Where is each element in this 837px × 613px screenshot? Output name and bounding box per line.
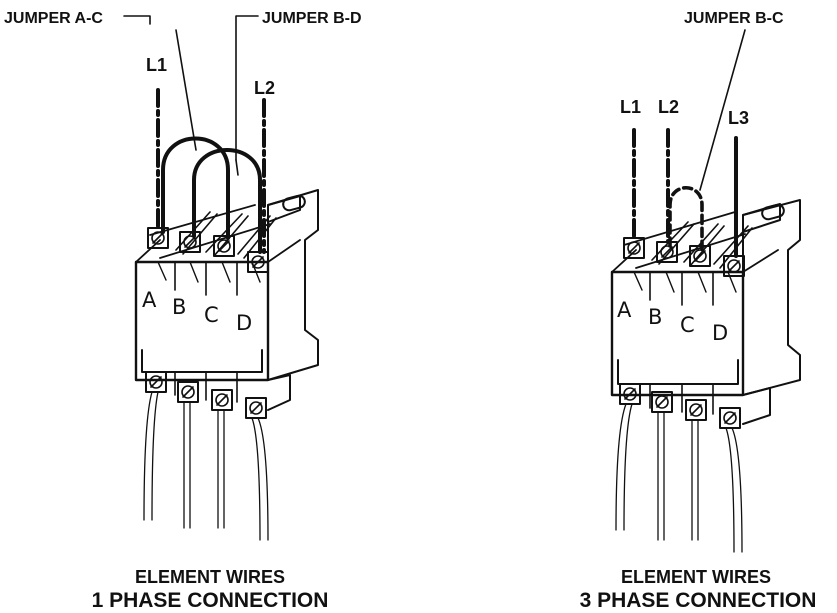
terminal-screw	[211, 389, 233, 411]
terminal-screw	[685, 399, 707, 421]
terminal-screw	[689, 245, 711, 267]
line-l2-label: L2	[658, 97, 679, 117]
terminal-label-a: A	[142, 288, 157, 312]
line-l1-label: L1	[620, 97, 641, 117]
callout-leader	[235, 159, 239, 176]
terminal-screw	[651, 391, 673, 413]
jumper-b-d-label: JUMPER B-D	[262, 10, 362, 27]
terminal-label-d: D	[236, 311, 252, 335]
bottom-terminal-screws	[619, 383, 741, 429]
line-l2-label: L2	[254, 78, 275, 98]
terminal-label-c: C	[680, 313, 695, 337]
contactor-body	[610, 199, 801, 425]
contactor-3-phase: A B C D JUMPER B-C L1 L2 L3 ELEMENT WIRE…	[580, 10, 817, 612]
line-l1-label: L1	[146, 55, 167, 75]
callout-leader	[123, 15, 151, 25]
terminal-screw	[145, 371, 167, 393]
contactor-1-phase: A B C D JUMPER A-C JUMPE	[4, 10, 362, 612]
element-wires-caption: ELEMENT WIRES	[135, 567, 285, 587]
terminal-screw	[177, 381, 199, 403]
terminal-label-c: C	[204, 303, 219, 327]
terminal-screw	[619, 383, 641, 405]
terminal-screw	[179, 231, 201, 253]
terminal-label-a: A	[617, 298, 632, 322]
terminal-label-b: B	[172, 295, 186, 319]
phase-caption: 1 PHASE CONNECTION	[92, 589, 329, 612]
element-wires-caption: ELEMENT WIRES	[621, 567, 771, 587]
terminal-label-d: D	[712, 321, 728, 345]
element-wires	[615, 403, 743, 553]
callout-leader	[699, 29, 746, 191]
line-l3-label: L3	[728, 108, 749, 128]
jumper-b-d	[192, 148, 262, 254]
callout-leader	[175, 29, 197, 151]
element-wires	[143, 391, 269, 541]
callout-leader	[235, 15, 259, 161]
terminal-screw	[213, 235, 235, 257]
jumper-b-c-label: JUMPER B-C	[684, 10, 784, 27]
jumper-b-c	[668, 186, 704, 252]
bottom-terminal-screws	[145, 371, 267, 419]
terminal-screw	[719, 407, 741, 429]
jumper-a-c	[161, 136, 230, 240]
top-terminal-screws	[623, 237, 745, 277]
phase-caption: 3 PHASE CONNECTION	[580, 589, 817, 612]
terminal-screw	[245, 397, 267, 419]
terminal-screw	[623, 237, 645, 259]
jumper-a-c-label: JUMPER A-C	[4, 10, 103, 27]
terminal-label-b: B	[648, 305, 662, 329]
